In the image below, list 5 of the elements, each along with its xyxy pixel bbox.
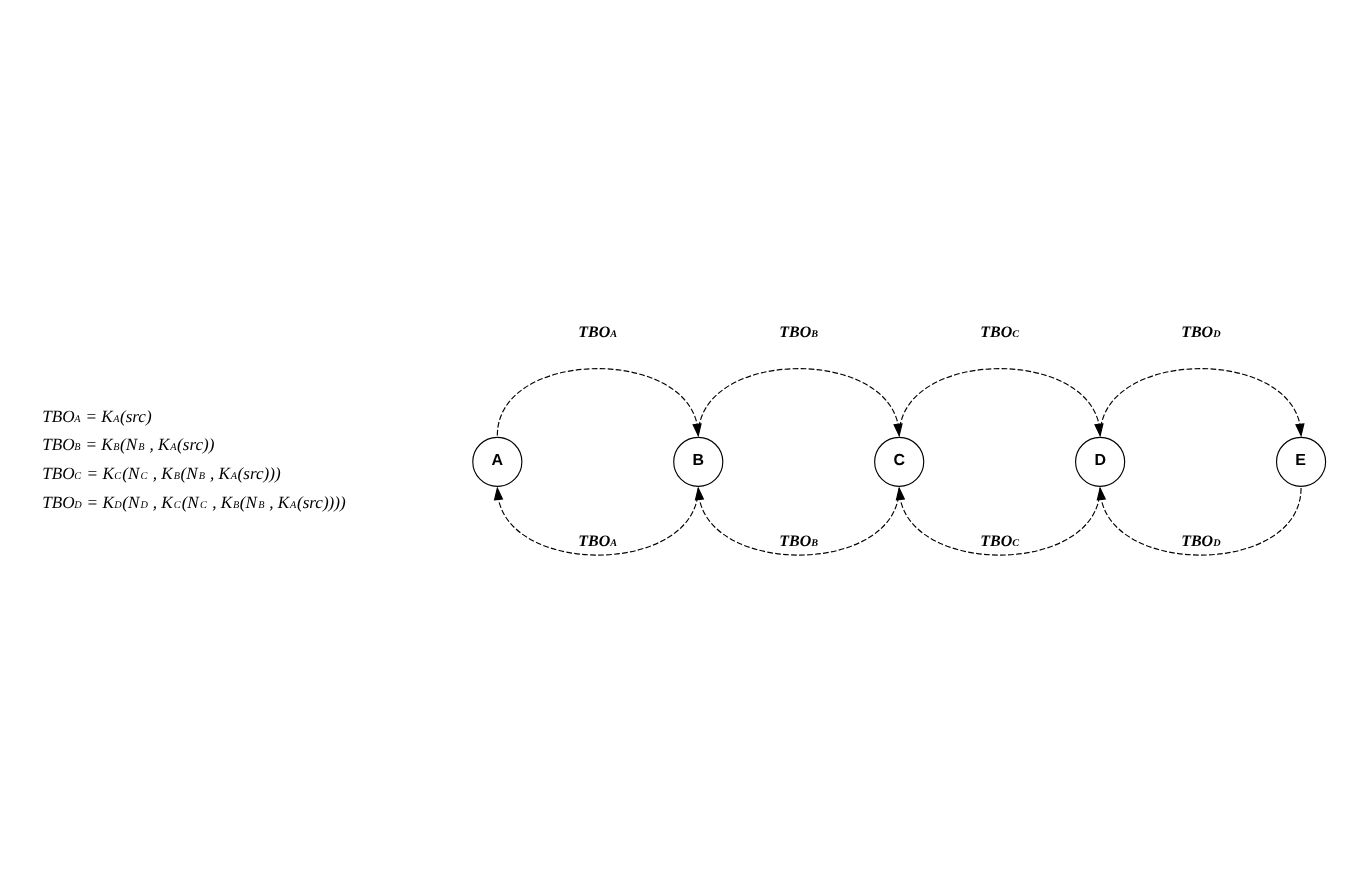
arrow: [693, 486, 899, 556]
arrow: [1098, 368, 1304, 438]
arrow: [1095, 486, 1301, 556]
arrow: [492, 486, 698, 556]
arrow: [894, 486, 1100, 556]
